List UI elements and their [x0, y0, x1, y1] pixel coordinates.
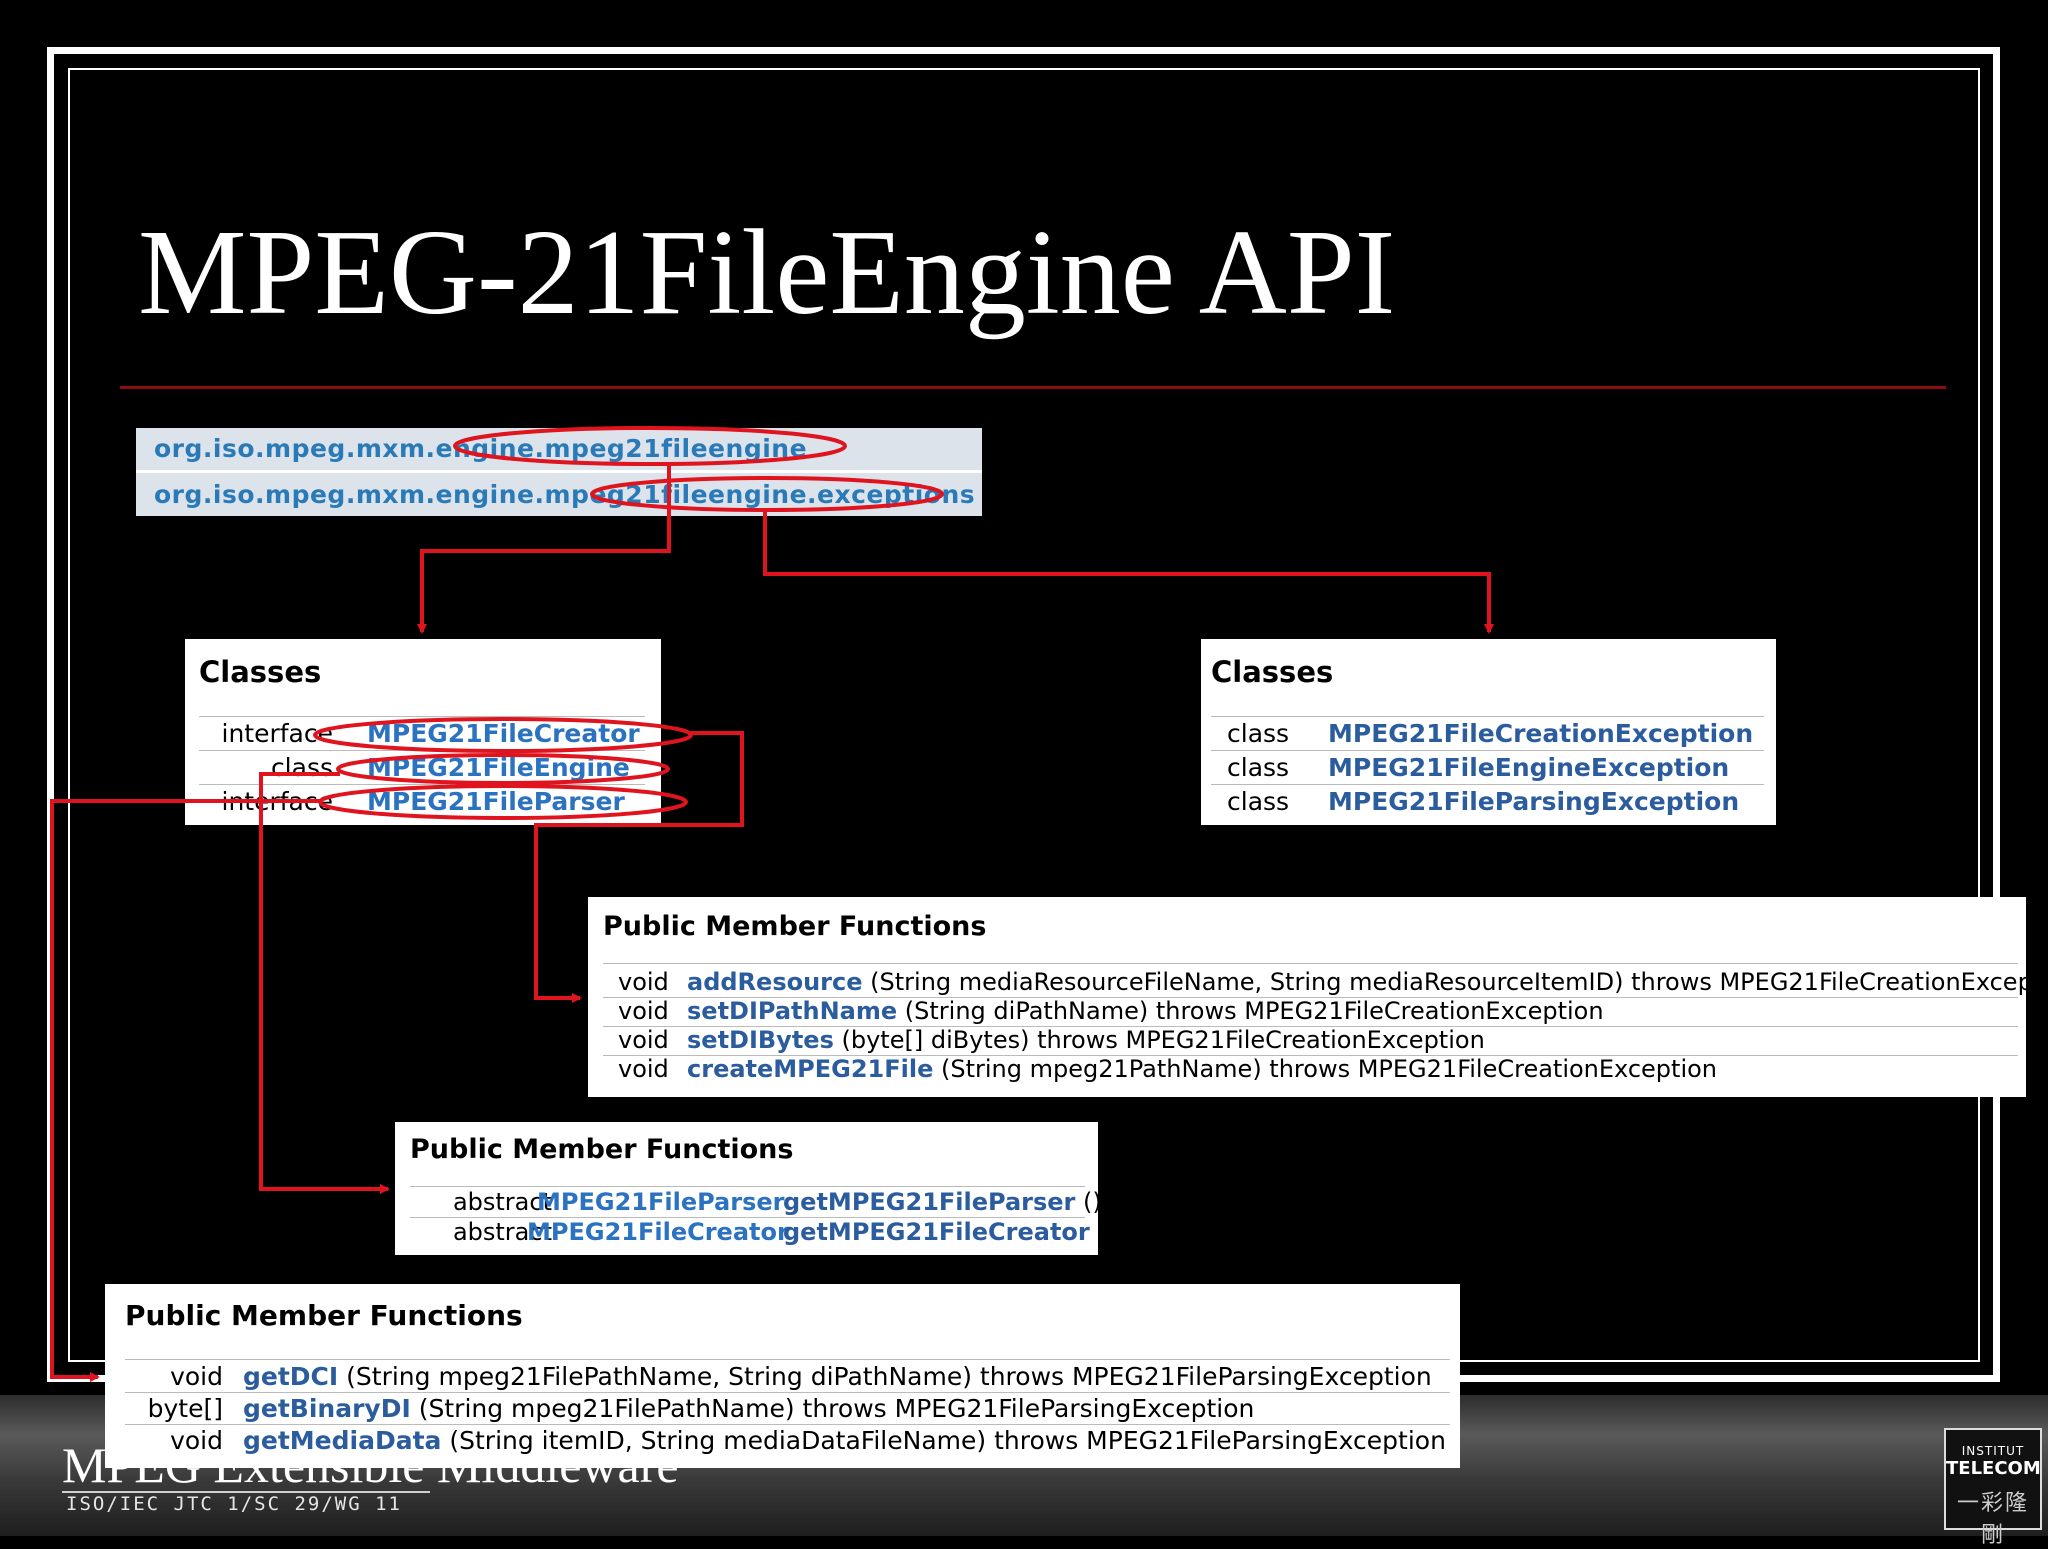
return-type: void [618, 1026, 669, 1054]
class-link-mpeg21fileengine[interactable]: MPEG21FileEngine [367, 753, 630, 782]
function-signature: (String mpeg21PathName) throws MPEG21Fil… [941, 1055, 1718, 1083]
member-functions-title: Public Member Functions [603, 911, 987, 942]
row-divider [125, 1359, 1450, 1360]
class-link-mpeg21fileparser[interactable]: MPEG21FileParser [367, 787, 625, 816]
logo-line-3: 一彩隆剛 [1956, 1491, 2029, 1548]
package-divider [136, 470, 982, 473]
function-signature: (String mpeg21FilePathName, String diPat… [346, 1362, 1432, 1391]
function-row: setDIBytes (byte[] diBytes) throws MPEG2… [687, 1026, 1485, 1054]
row-divider [125, 1392, 1450, 1393]
package-link-mpeg21fileengine[interactable]: org.iso.mpeg.mxm.engine.mpeg21fileengine [154, 434, 808, 463]
title-underline [120, 386, 1946, 389]
function-signature: (String itemID, String mediaDataFileName… [449, 1426, 1446, 1455]
row-divider [199, 716, 645, 717]
function-row: getBinaryDI (String mpeg21FilePathName) … [243, 1394, 1254, 1423]
classes-panel-engine: Classes interface MPEG21FileCreator clas… [185, 639, 661, 825]
classes-panel-exceptions: Classes class MPEG21FileCreationExceptio… [1201, 639, 1776, 825]
row-divider [1211, 784, 1764, 785]
function-link-setdipathname[interactable]: setDIPathName [687, 997, 898, 1025]
function-signature: () [1097, 1218, 1117, 1246]
row-divider [603, 997, 2018, 998]
modifier: abstract [452, 1218, 552, 1246]
class-link-engine-exception[interactable]: MPEG21FileEngineException [1328, 753, 1730, 782]
row-divider [199, 750, 645, 751]
package-link-exceptions[interactable]: org.iso.mpeg.mxm.engine.mpeg21fileengine… [154, 480, 976, 509]
function-link-getmpeg21fileparser[interactable]: getMPEG21FileParser [783, 1188, 1076, 1216]
institut-telecom-logo: INSTITUT TELECOM 一彩隆剛 [1944, 1428, 2042, 1548]
type-link-mpeg21filecreator[interactable]: MPEG21FileCreator [527, 1218, 789, 1246]
row-divider [603, 1026, 2018, 1027]
class-kind: class [1227, 753, 1290, 782]
return-type: void [170, 1426, 223, 1455]
classes-panel-title: Classes [199, 655, 322, 689]
function-link-setdibytes[interactable]: setDIBytes [687, 1026, 834, 1054]
function-link-getdci[interactable]: getDCI [243, 1362, 339, 1391]
function-link-addresource[interactable]: addResource [687, 968, 863, 996]
function-signature: (String mediaResourceFileName, String me… [870, 968, 2048, 996]
type-link-mpeg21fileparser[interactable]: MPEG21FileParser [537, 1188, 785, 1216]
member-functions-title: Public Member Functions [410, 1134, 794, 1165]
row-divider [603, 963, 2018, 964]
function-signature: () [1083, 1188, 1102, 1216]
function-row: createMPEG21File (String mpeg21PathName)… [687, 1055, 1717, 1083]
modifier: abstract [452, 1188, 552, 1216]
logo-line-1: INSTITUT [1961, 1444, 2025, 1458]
function-row: addResource (String mediaResourceFileNam… [687, 968, 2048, 996]
logo-line-2: TELECOM [1946, 1458, 2041, 1479]
row-divider [603, 1055, 2018, 1056]
return-type: void [170, 1362, 223, 1391]
return-type: void [618, 997, 669, 1025]
class-link-mpeg21filecreator[interactable]: MPEG21FileCreator [367, 719, 640, 748]
member-functions-title: Public Member Functions [125, 1299, 523, 1332]
return-type: byte[] [147, 1394, 223, 1423]
function-signature: (byte[] diBytes) throws MPEG21FileCreati… [841, 1026, 1485, 1054]
classes-panel-title: Classes [1211, 655, 1334, 689]
class-link-creation-exception[interactable]: MPEG21FileCreationException [1328, 719, 1754, 748]
function-row: setDIPathName (String diPathName) throws… [687, 997, 1604, 1025]
row-divider [199, 784, 645, 785]
function-link-getmpeg21filecreator[interactable]: getMPEG21FileCreator [783, 1218, 1090, 1246]
class-kind: interface [221, 787, 334, 816]
row-divider [1211, 716, 1764, 717]
class-kind: class [1227, 787, 1290, 816]
footer-divider [62, 1491, 430, 1493]
function-link-creatempeg21file[interactable]: createMPEG21File [687, 1055, 934, 1083]
return-type: void [618, 968, 669, 996]
row-divider [1211, 750, 1764, 751]
return-type: void [618, 1055, 669, 1083]
function-row: getMPEG21FileCreator () [783, 1218, 1116, 1246]
slide-title: MPEG-21FileEngine API [138, 205, 1396, 340]
function-link-getbinarydi[interactable]: getBinaryDI [243, 1394, 411, 1423]
function-row: getMediaData (String itemID, String medi… [243, 1426, 1446, 1455]
function-link-getmediadata[interactable]: getMediaData [243, 1426, 442, 1455]
package-list: org.iso.mpeg.mxm.engine.mpeg21fileengine… [136, 428, 982, 516]
function-row: getMPEG21FileParser () [783, 1188, 1102, 1216]
member-functions-creator: Public Member Functions void addResource… [588, 897, 2048, 1097]
function-signature: (String mpeg21FilePathName) throws MPEG2… [418, 1394, 1255, 1423]
row-divider [125, 1424, 1450, 1425]
class-kind: class [1227, 719, 1290, 748]
class-kind: class [270, 753, 333, 782]
row-divider [410, 1217, 1085, 1218]
class-kind: interface [221, 719, 334, 748]
footer-subtitle: ISO/IEC JTC 1/SC 29/WG 11 [66, 1493, 402, 1515]
function-signature: (String diPathName) throws MPEG21FileCre… [904, 997, 1604, 1025]
member-functions-engine: Public Member Functions abstract MPEG21F… [395, 1122, 1116, 1255]
function-row: getDCI (String mpeg21FilePathName, Strin… [243, 1362, 1432, 1391]
class-link-parsing-exception[interactable]: MPEG21FileParsingException [1328, 787, 1740, 816]
member-functions-parser: Public Member Functions void getDCI (Str… [105, 1284, 1460, 1468]
row-divider [410, 1186, 1085, 1187]
